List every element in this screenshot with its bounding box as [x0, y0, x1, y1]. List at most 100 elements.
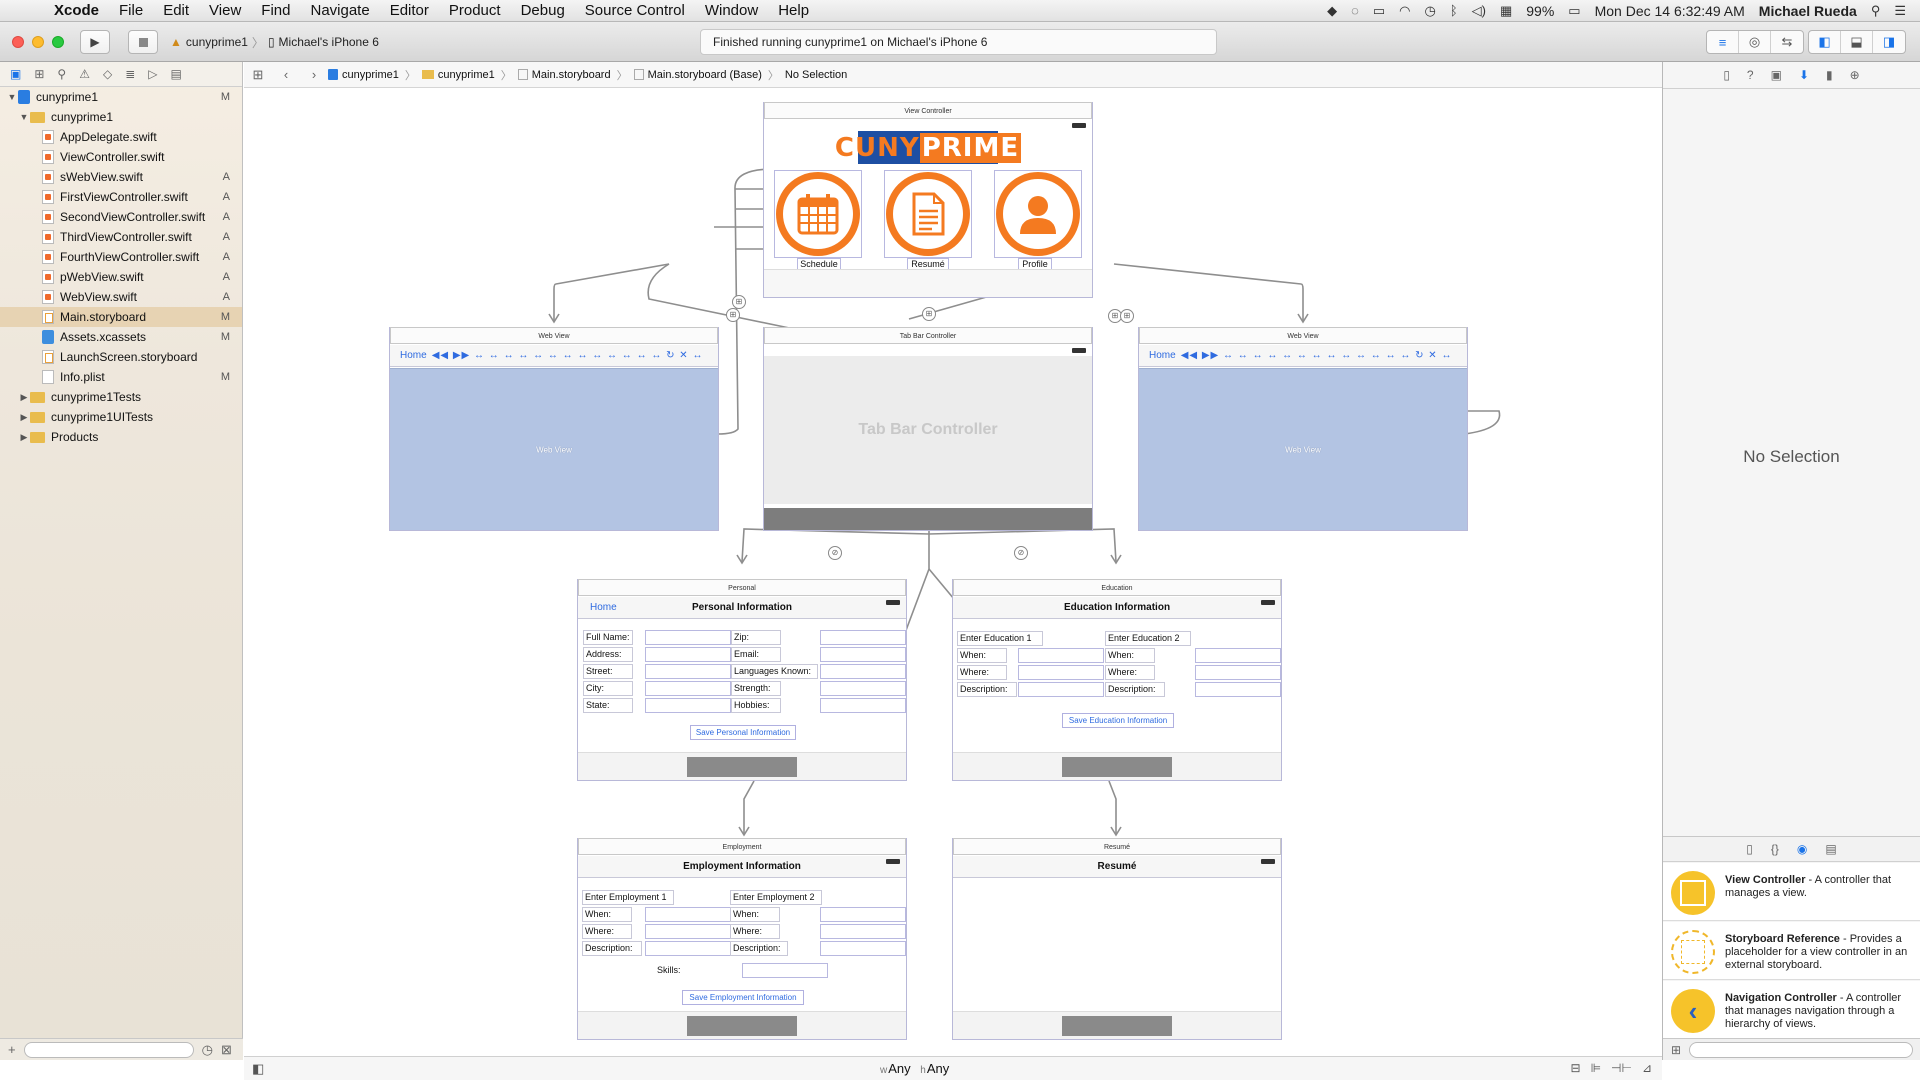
zip-field[interactable]: [820, 630, 906, 645]
file-tree-row[interactable]: ▼cunyprime1: [0, 107, 242, 127]
scene-employment[interactable]: Employment Employment Information Enter …: [577, 838, 907, 1040]
navigator-toggle-icon[interactable]: ◧: [1809, 31, 1841, 53]
address-field[interactable]: [645, 647, 731, 662]
version-editor-icon[interactable]: ⇆: [1781, 34, 1793, 49]
size-class-control[interactable]: wAny hAny: [880, 1061, 949, 1076]
media-library-icon[interactable]: ▤: [1825, 842, 1837, 856]
schedule-calendar-icon[interactable]: [774, 170, 862, 258]
utilities-toggle-icon[interactable]: ◨: [1882, 34, 1896, 49]
home-link[interactable]: Home: [400, 350, 427, 361]
save-personal-button[interactable]: Save Personal Information: [690, 725, 796, 740]
grid-view-icon[interactable]: ⊞: [1671, 1042, 1682, 1057]
email-field[interactable]: [820, 647, 906, 662]
education-2-description-field[interactable]: [1195, 682, 1281, 697]
find-navigator-icon[interactable]: ⚲: [57, 67, 67, 81]
scene-web-view-right[interactable]: Web View Home ◀◀ ▶▶ ↔ ↔ ↔ ↔ ↔ ↔ ↔ ↔ ↔ ↔ …: [1138, 327, 1468, 531]
debug-area-toggle-icon[interactable]: ⬓: [1841, 31, 1873, 53]
save-employment-button[interactable]: Save Employment Information: [682, 990, 804, 1005]
scheme-name[interactable]: cunyprime1: [185, 35, 248, 49]
disclosure-collapsed-icon[interactable]: ▶: [20, 391, 28, 402]
pin-icon[interactable]: ⊣⊢: [1611, 1061, 1632, 1075]
menu-window[interactable]: Window: [704, 2, 759, 19]
segue-badge-icon[interactable]: ⊞: [726, 308, 740, 322]
menu-editor[interactable]: Editor: [389, 2, 429, 19]
wifi-icon[interactable]: ◠: [1399, 2, 1411, 18]
menu-navigate[interactable]: Navigate: [310, 2, 370, 19]
recent-files-icon[interactable]: ◷: [201, 1041, 213, 1057]
skills-field[interactable]: [742, 963, 828, 978]
assistant-editor-icon[interactable]: ◎: [1739, 31, 1771, 53]
connections-inspector-icon[interactable]: ⊕: [1849, 68, 1860, 82]
employment-1-when-field[interactable]: [645, 907, 731, 922]
attributes-inspector-icon[interactable]: ⬇: [1798, 68, 1810, 82]
related-items-icon[interactable]: ⊞: [252, 66, 264, 82]
scm-filter-icon[interactable]: ⊠: [220, 1041, 232, 1057]
notification-center-icon[interactable]: ☰: [1894, 2, 1906, 18]
identity-inspector-icon[interactable]: ▣: [1770, 68, 1782, 82]
full-name-field[interactable]: [645, 630, 731, 645]
file-inspector-icon[interactable]: ▯: [1723, 68, 1730, 82]
debug-navigator-icon[interactable]: ≣: [125, 67, 136, 81]
disclosure-expanded-icon[interactable]: ▼: [19, 112, 29, 122]
languages-field[interactable]: [820, 664, 906, 679]
education-1-description-field[interactable]: [1018, 682, 1104, 697]
employment-1-where-field[interactable]: [645, 924, 731, 939]
toolbar-arrows-icon[interactable]: ◀◀ ▶▶ ↔ ↔ ↔ ↔ ↔ ↔ ↔ ↔ ↔ ↔ ↔ ↔ ↔ ↻ ✕ ↔: [431, 350, 704, 361]
file-tree-row[interactable]: ▶cunyprime1UITests: [0, 407, 242, 427]
battery-icon[interactable]: ▭: [1568, 2, 1581, 18]
profile-person-icon[interactable]: [994, 170, 1082, 258]
education-2-when-field[interactable]: [1195, 648, 1281, 663]
align-icon[interactable]: ⊫: [1590, 1061, 1602, 1075]
add-icon[interactable]: +: [8, 1042, 16, 1057]
segue-badge-icon[interactable]: ⊘: [1014, 546, 1028, 560]
segue-badge-icon[interactable]: ⊘: [828, 546, 842, 560]
street-field[interactable]: [645, 664, 731, 679]
file-template-library-icon[interactable]: ▯: [1746, 842, 1753, 856]
city-field[interactable]: [645, 681, 731, 696]
file-tree-row[interactable]: ▶cunyprime1Tests: [0, 387, 242, 407]
test-navigator-icon[interactable]: ◇: [102, 67, 113, 81]
resume-document-icon[interactable]: [884, 170, 972, 258]
stack-icon[interactable]: ⊟: [1570, 1061, 1581, 1075]
navigator-filter-field[interactable]: [23, 1041, 194, 1058]
volume-icon[interactable]: ◁): [1471, 2, 1486, 18]
scene-resume[interactable]: Resumé Resumé: [952, 838, 1282, 1040]
library-item-navigation-controller[interactable]: ‹ Navigation Controller - A controller t…: [1663, 981, 1920, 1039]
menu-product[interactable]: Product: [448, 2, 501, 19]
input-source-flag-icon[interactable]: ▦: [1499, 2, 1513, 18]
stop-button[interactable]: [128, 30, 158, 54]
employment-2-where-field[interactable]: [820, 924, 906, 939]
forward-arrow-icon[interactable]: ›: [311, 67, 317, 82]
web-view-area[interactable]: Web View: [390, 368, 718, 530]
save-education-button[interactable]: Save Education Information: [1062, 713, 1174, 728]
employment-2-when-field[interactable]: [820, 907, 906, 922]
disclosure-expanded-icon[interactable]: ▼: [7, 92, 17, 102]
library-filter-field[interactable]: [1689, 1041, 1914, 1058]
menu-help[interactable]: Help: [778, 2, 810, 19]
menu-debug[interactable]: Debug: [520, 2, 565, 19]
breakpoint-navigator-icon[interactable]: ▷: [148, 67, 158, 81]
library-item-view-controller[interactable]: View Controller - A controller that mana…: [1663, 863, 1920, 921]
menubar-clock[interactable]: Mon Dec 14 6:32:49 AM: [1594, 2, 1745, 19]
education-1-where-field[interactable]: [1018, 665, 1104, 680]
breadcrumb-project[interactable]: cunyprime1: [328, 69, 399, 81]
scene-education[interactable]: Education Education Information Enter Ed…: [952, 579, 1282, 781]
object-library-icon[interactable]: ◉: [1796, 842, 1808, 856]
symbol-navigator-icon[interactable]: ⊞: [34, 67, 45, 81]
size-inspector-icon[interactable]: ▮: [1826, 68, 1833, 82]
toolbar-arrows-icon[interactable]: ◀◀ ▶▶ ↔ ↔ ↔ ↔ ↔ ↔ ↔ ↔ ↔ ↔ ↔ ↔ ↔ ↻ ✕ ↔: [1180, 350, 1453, 361]
state-field[interactable]: [645, 698, 731, 713]
report-navigator-icon[interactable]: ▤: [170, 67, 182, 81]
document-outline-toggle-icon[interactable]: ◧: [252, 1061, 265, 1076]
menu-xcode[interactable]: Xcode: [54, 2, 100, 19]
home-link[interactable]: Home: [1149, 350, 1176, 361]
bluetooth-icon[interactable]: ᛒ: [1449, 3, 1458, 18]
